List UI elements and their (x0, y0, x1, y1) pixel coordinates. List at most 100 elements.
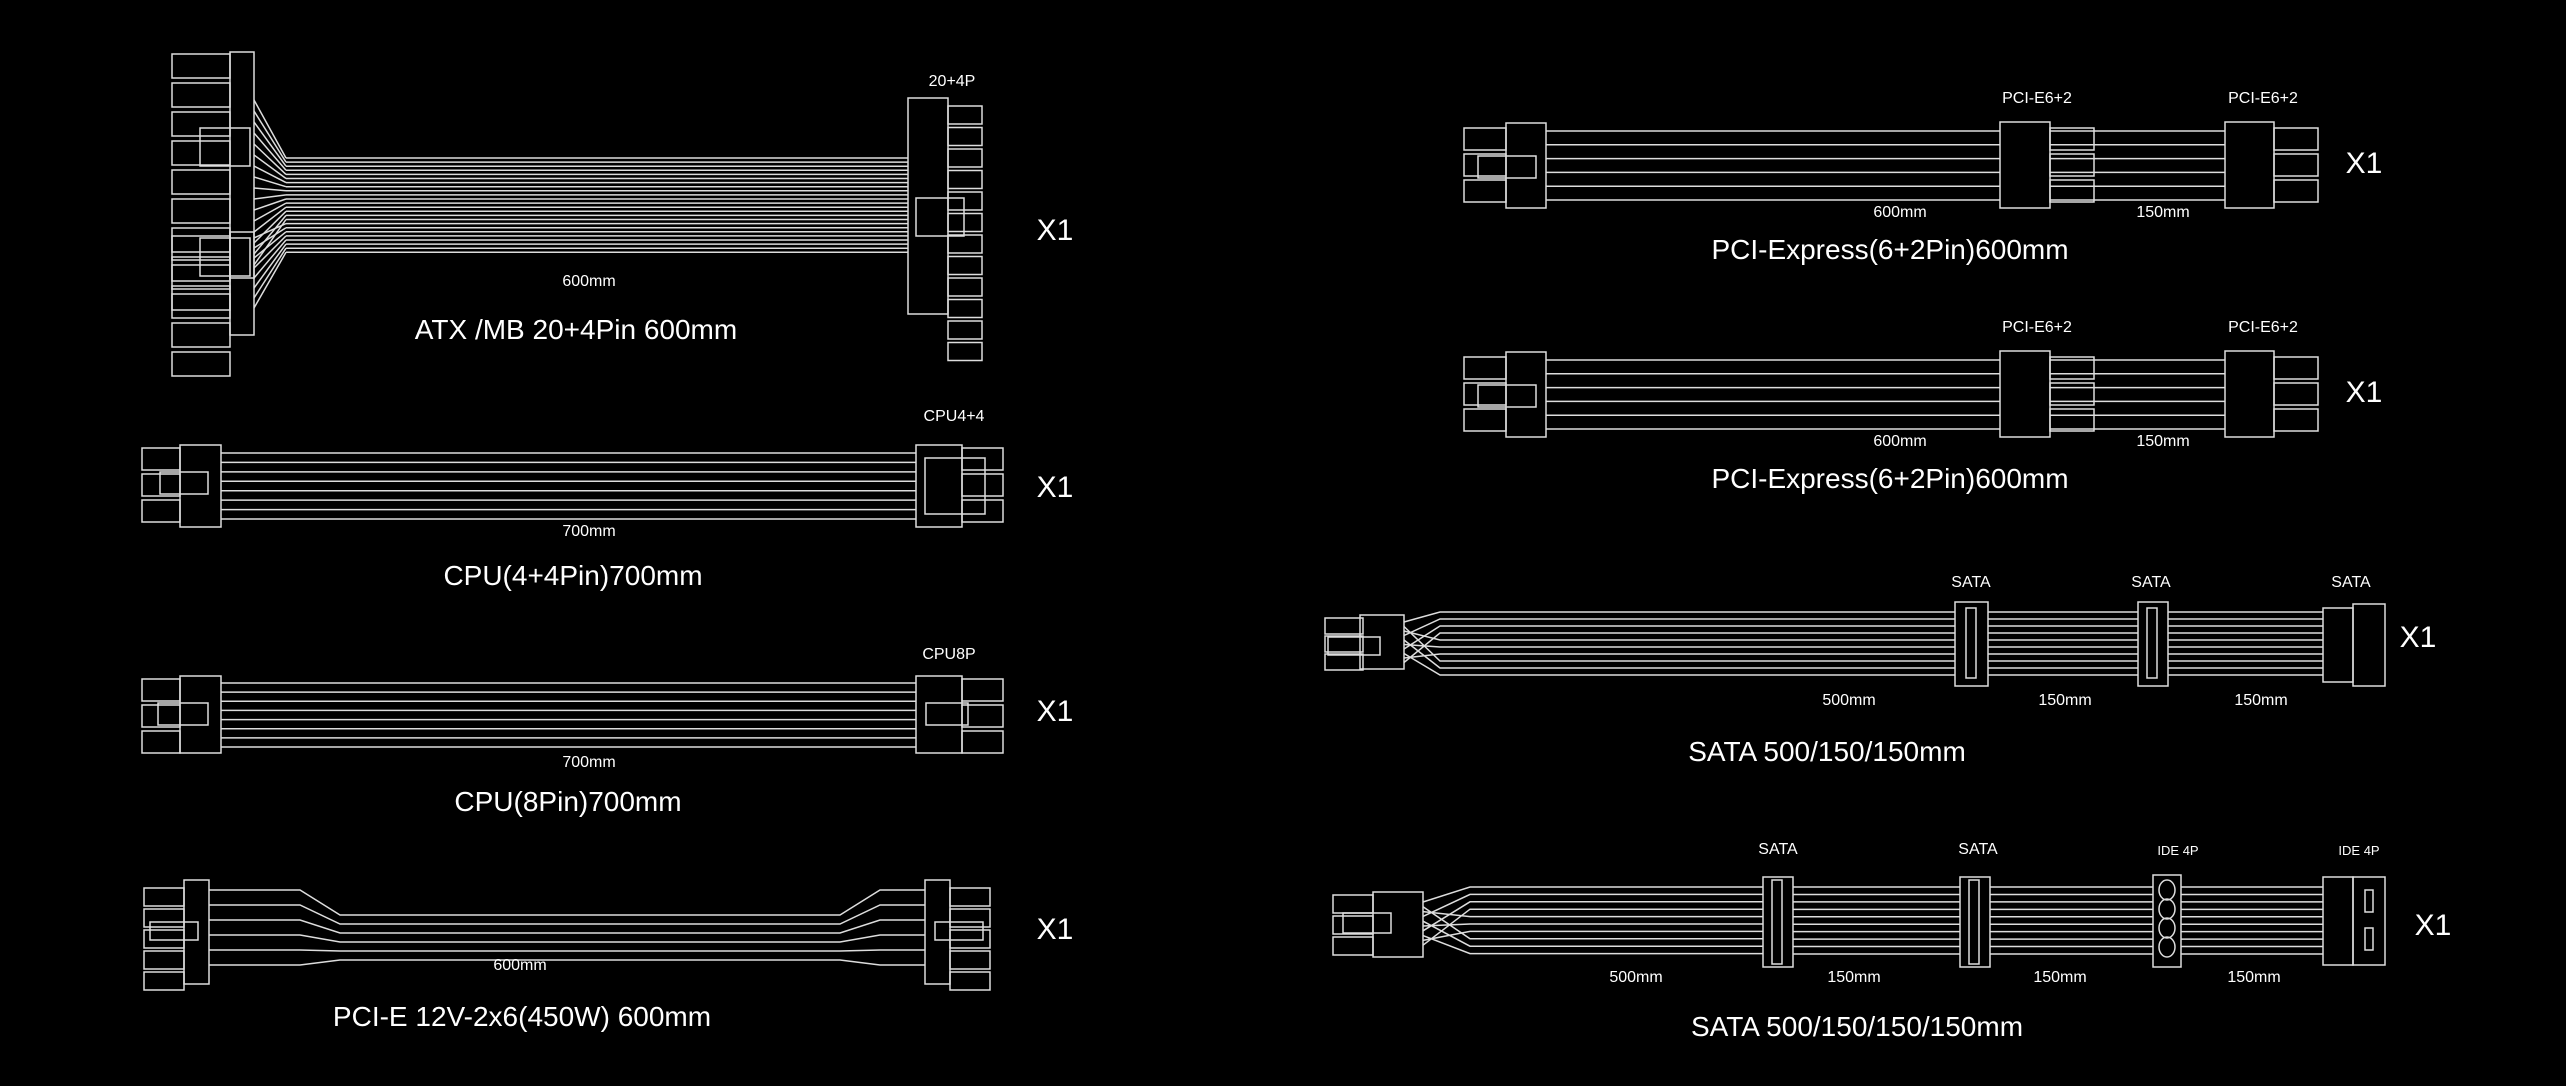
wire (253, 165, 287, 184)
ide-pin (2158, 879, 2176, 901)
connector-pin (961, 499, 1004, 523)
connector-body (1959, 876, 1991, 968)
connector-body (1505, 351, 1547, 438)
wire (1422, 934, 1763, 955)
connector-pin (171, 293, 231, 319)
ide-pin (2158, 917, 2176, 939)
connector-body (229, 231, 255, 336)
connector-label: CPU8P (922, 646, 975, 663)
connector-pin (2049, 356, 2095, 380)
connector-pin (949, 929, 991, 949)
connector-label: 20+4P (929, 73, 976, 90)
quantity-label: X1 (2346, 147, 2383, 180)
connector-latch (1327, 636, 1381, 656)
connector-label: IDE 4P (2157, 843, 2198, 858)
connector-pin (171, 198, 231, 224)
connector-pin (141, 447, 181, 471)
connector-pin (143, 887, 185, 907)
connector-body (2322, 876, 2354, 966)
connector-pin (2273, 179, 2319, 203)
connector-pin (949, 950, 991, 970)
connector-latch (159, 471, 209, 495)
length-label: 150mm (1827, 969, 1880, 986)
connector-pin (961, 447, 1004, 471)
wire (253, 143, 287, 175)
connector-pin (1332, 936, 1374, 956)
connector-latch (157, 702, 209, 726)
connector-body (229, 51, 255, 279)
connector-latch (1477, 155, 1537, 179)
connector-body (1954, 601, 1989, 687)
length-label: 150mm (2136, 433, 2189, 450)
cable-title: PCI-Express(6+2Pin)600mm (1711, 463, 2068, 494)
wire (253, 210, 287, 244)
connector-body (179, 675, 222, 754)
cable-title: SATA 500/150/150mm (1688, 736, 1966, 767)
length-label: 600mm (493, 957, 546, 974)
connector-pin (2049, 153, 2095, 177)
ide-pin (2364, 927, 2374, 951)
connector-pin (2273, 408, 2319, 432)
connector-label: PCI-E6+2 (2002, 319, 2072, 336)
length-label: 500mm (1609, 969, 1662, 986)
cable-title: PCI-Express(6+2Pin)600mm (1711, 234, 2068, 265)
wire (209, 949, 925, 952)
connector-latch (149, 921, 199, 941)
connector-pin (171, 111, 231, 137)
connector-pin (947, 320, 983, 340)
cable-pcie-12v-2x6: 600mm PCI-E 12V-2x6(450W) 600mm X1 (333, 913, 1073, 1032)
ide-pin (2364, 889, 2374, 913)
wire (1422, 906, 1763, 940)
connector-latch (199, 127, 251, 167)
cable-title: CPU(8Pin)700mm (454, 786, 681, 817)
cable-sata-ide: SATA SATA IDE 4P IDE 4P 500mm 150mm 150m… (1609, 841, 2451, 1042)
connector-pin (171, 227, 231, 253)
wire (209, 934, 925, 943)
connector-body (183, 879, 210, 985)
wire (253, 206, 287, 233)
wire (1422, 920, 1763, 947)
wire (253, 251, 287, 309)
wire (253, 187, 287, 192)
connector-label: PCI-E6+2 (2228, 319, 2298, 336)
wire (253, 176, 287, 188)
length-label: 600mm (562, 273, 615, 290)
connector-label: SATA (1958, 841, 1998, 858)
cable-atx: 20+4P 600mm ATX /MB 20+4Pin 600mm X1 (415, 73, 1074, 345)
wire (253, 231, 287, 259)
quantity-label: X1 (1037, 913, 1074, 946)
connector-pin (1332, 894, 1374, 914)
connector-pin (947, 255, 983, 276)
connector-pin (171, 140, 231, 166)
wire (1422, 923, 1763, 927)
cable-title: SATA 500/150/150/150mm (1691, 1011, 2023, 1042)
connector-pin (1324, 635, 1364, 653)
length-label: 150mm (2234, 692, 2287, 709)
cable-cpu-8: CPU8P 700mm CPU(8Pin)700mm X1 (454, 646, 1073, 817)
connector-pin (961, 704, 1004, 728)
connector-pin (947, 234, 983, 254)
connector-pin (2273, 153, 2319, 177)
wire (209, 919, 925, 934)
connector-pin (2049, 382, 2095, 406)
connector-label: IDE 4P (2338, 843, 2379, 858)
connector-pin (1324, 617, 1364, 635)
wire (1422, 908, 1763, 946)
connector-pin (947, 148, 983, 168)
quantity-label: X1 (1037, 695, 1074, 728)
connector-body (1999, 350, 2051, 438)
wire (253, 154, 287, 180)
sata-slot (1968, 879, 1980, 965)
connector-pin (961, 730, 1004, 754)
wire (253, 198, 287, 211)
connector-pin (2049, 408, 2095, 432)
connector-label: SATA (2131, 574, 2171, 591)
quantity-label: X1 (1037, 471, 1074, 504)
connector-body (2224, 121, 2275, 209)
connector-pin (171, 169, 231, 195)
connector-label: PCI-E6+2 (2002, 90, 2072, 107)
connector-pin (141, 678, 181, 702)
length-label: 600mm (1873, 433, 1926, 450)
connector-pin (141, 730, 181, 754)
length-label: 150mm (2033, 969, 2086, 986)
